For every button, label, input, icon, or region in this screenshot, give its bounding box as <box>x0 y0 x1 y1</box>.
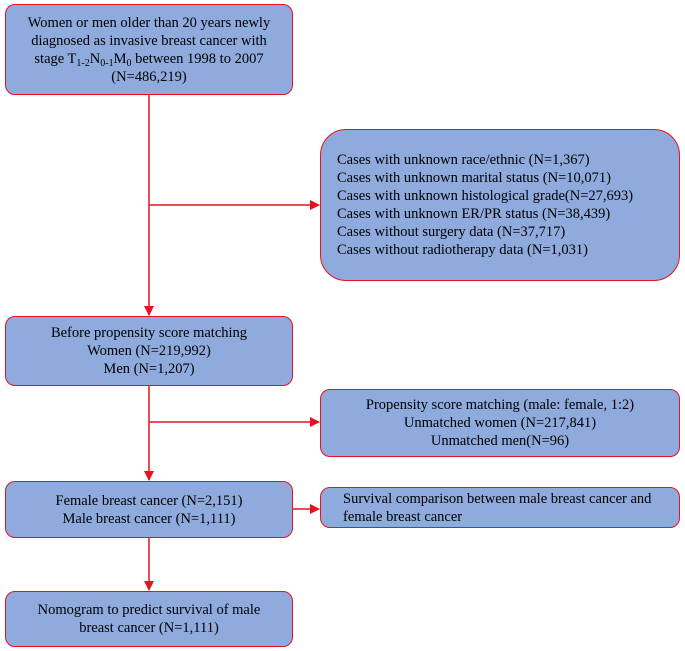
survival-comparison-box: Survival comparison between male breast … <box>320 487 680 528</box>
matched-male: Male breast cancer (N=1,111) <box>62 510 236 527</box>
exclusions-box: Cases with unknown race/ethnic (N=1,367)… <box>320 129 680 281</box>
psm-unmatched-men: Unmatched men(N=96) <box>430 433 570 449</box>
psm-unmatched-women: Unmatched women (N=217,841) <box>403 415 597 431</box>
exclusion-item: Cases without radiotherapy data (N=1,031… <box>337 242 588 258</box>
nomogram-box: Nomogram to predict survival of male bre… <box>5 591 293 647</box>
nomogram-line-1: Nomogram to predict survival of male <box>37 602 261 618</box>
exclusion-item: Cases with unknown marital status (N=10,… <box>337 170 611 186</box>
exclusion-item: Cases without surgery data (N=37,717) <box>337 224 566 240</box>
survival-line-2: female breast cancer <box>343 508 463 525</box>
start-line-1: Women or men older than 20 years newly <box>27 14 271 31</box>
before-psm-title: Before propensity score matching <box>50 325 248 341</box>
matched-cohort-box: Female breast cancer (N=2,151) Male brea… <box>5 481 293 538</box>
exclusion-item: Cases with unknown ER/PR status (N=38,43… <box>337 206 611 222</box>
start-population-box: Women or men older than 20 years newly d… <box>5 4 293 95</box>
before-psm-box: Before propensity score matching Women (… <box>5 316 293 386</box>
matched-female: Female breast cancer (N=2,151) <box>55 492 243 509</box>
start-line-4: (N=486,219) <box>111 68 187 85</box>
start-line-2: diagnosed as invasive breast cancer with <box>31 32 267 49</box>
before-psm-men: Men (N=1,207) <box>103 361 195 377</box>
exclusion-item: Cases with unknown race/ethnic (N=1,367) <box>337 152 590 168</box>
start-line-3: stage T1-2N0-1M0 between 1998 to 2007 <box>34 50 264 69</box>
nomogram-line-2: breast cancer (N=1,111) <box>79 620 219 636</box>
before-psm-women: Women (N=219,992) <box>87 343 211 359</box>
psm-box: Propensity score matching (male: female,… <box>320 389 680 457</box>
psm-title: Propensity score matching (male: female,… <box>365 397 635 413</box>
survival-line-1: Survival comparison between male breast … <box>343 490 652 507</box>
exclusion-item: Cases with unknown histological grade(N=… <box>337 188 634 204</box>
